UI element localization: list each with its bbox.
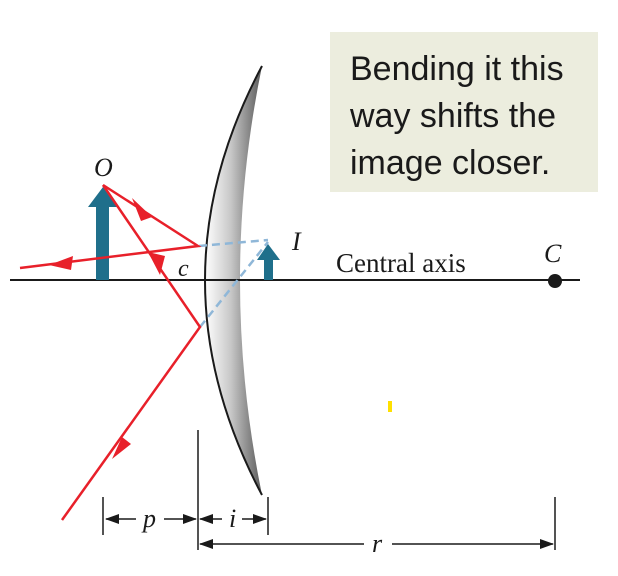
central-axis-label: Central axis (336, 248, 466, 278)
object-arrow (88, 187, 118, 280)
mirror-center-label: c (178, 256, 189, 282)
distance-markers (102, 430, 556, 550)
object-distance-label: p (141, 504, 156, 533)
callout-line-3: image closer. (350, 144, 551, 182)
virtual-ray-upper (198, 238, 269, 248)
callout-line-1: Bending it this (350, 50, 564, 88)
callout-line-2: way shifts the (350, 97, 556, 135)
center-of-curvature-dot (548, 274, 562, 288)
center-of-curvature-label: C (544, 239, 562, 268)
image-distance-label: i (229, 504, 236, 533)
virtual-ray-lower (199, 241, 269, 328)
image-label: I (291, 227, 302, 256)
yellow-marker (388, 401, 392, 412)
radius-label: r (372, 529, 383, 558)
callout-box: Bending it this way shifts the image clo… (330, 32, 598, 192)
ray-1 (19, 183, 202, 270)
object-label: O (94, 153, 113, 182)
image-arrow (257, 244, 280, 280)
ray-2 (60, 184, 202, 521)
